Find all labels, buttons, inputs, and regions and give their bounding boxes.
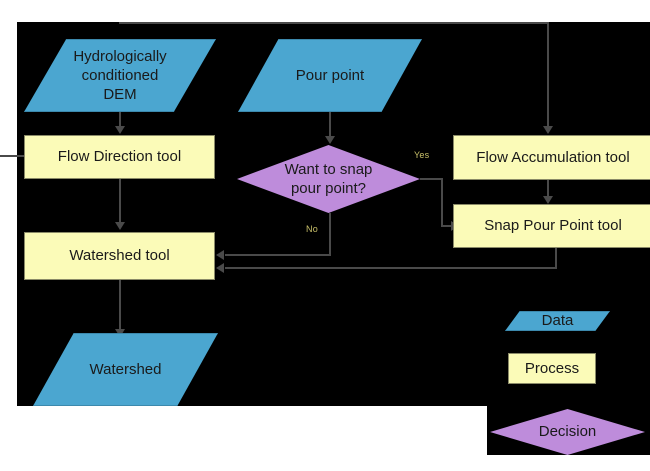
legend-decision-shape: Decision <box>490 409 645 455</box>
connector-flowaccumulation-to-snap <box>547 180 549 197</box>
arrowhead-snap-to-watershedtool <box>216 263 224 273</box>
connector-flowdirection-to-watershedtool <box>119 178 121 223</box>
connector-snap-left-to-watershedtool <box>225 267 557 269</box>
arrowhead-dem-to-flowdirection <box>115 126 125 134</box>
connector-left-stub-to-flowdirection <box>0 155 25 157</box>
node-want-to-snap-pour-point[interactable]: Want to snap pour point? <box>237 145 420 213</box>
node-label: Snap Pour Point tool <box>484 217 622 235</box>
node-watershed[interactable]: Watershed <box>33 333 218 406</box>
node-label: Flow Accumulation tool <box>476 148 630 166</box>
node-label: Pour point <box>295 66 365 84</box>
connector-decision-yes-right <box>420 178 443 180</box>
connector-decision-yes-into-snap <box>441 225 453 227</box>
connector-pourpoint-to-decision <box>329 112 331 137</box>
connector-top-rail <box>119 22 549 24</box>
connector-dem-to-flowdirection <box>119 112 121 127</box>
arrowhead-pourpoint-to-decision <box>325 136 335 144</box>
connector-top-rail-down <box>547 22 549 126</box>
edge-label-no: No <box>306 224 318 234</box>
edge-label-yes: Yes <box>414 150 430 160</box>
legend-data-label: Data <box>541 312 574 330</box>
arrowhead-to-flowaccumulation <box>543 126 553 134</box>
connector-decision-no-down <box>329 213 331 256</box>
connector-snap-down <box>555 248 557 269</box>
arrowhead-flowaccumulation-to-snap <box>543 196 553 204</box>
node-label: Flow Direction tool <box>57 148 182 166</box>
node-pour-point[interactable]: Pour point <box>238 39 422 112</box>
connector-decision-yes-down <box>441 178 443 226</box>
legend-process-shape: Process <box>508 353 596 384</box>
node-label: Hydrologically conditioned DEM <box>73 47 167 104</box>
legend-data-shape: Data <box>505 311 610 331</box>
arrowhead-decision-no-to-watershedtool <box>216 250 224 260</box>
node-watershed-tool[interactable]: Watershed tool <box>24 232 215 280</box>
arrowhead-flowdirection-to-watershedtool <box>115 222 125 230</box>
node-label: Want to snap pour point? <box>284 160 373 197</box>
node-flow-direction-tool[interactable]: Flow Direction tool <box>24 135 215 179</box>
node-hydrologically-conditioned-dem[interactable]: Hydrologically conditioned DEM <box>24 39 216 112</box>
node-flow-accumulation-tool[interactable]: Flow Accumulation tool <box>453 135 650 180</box>
node-label: Watershed tool <box>69 247 170 265</box>
legend-process-label: Process <box>524 359 580 377</box>
connector-watershedtool-to-watershed <box>119 280 121 330</box>
connector-decision-no-left <box>225 254 331 256</box>
node-snap-pour-point-tool[interactable]: Snap Pour Point tool <box>453 204 650 248</box>
legend-decision-label: Decision <box>538 423 597 441</box>
node-label: Watershed <box>89 360 162 378</box>
